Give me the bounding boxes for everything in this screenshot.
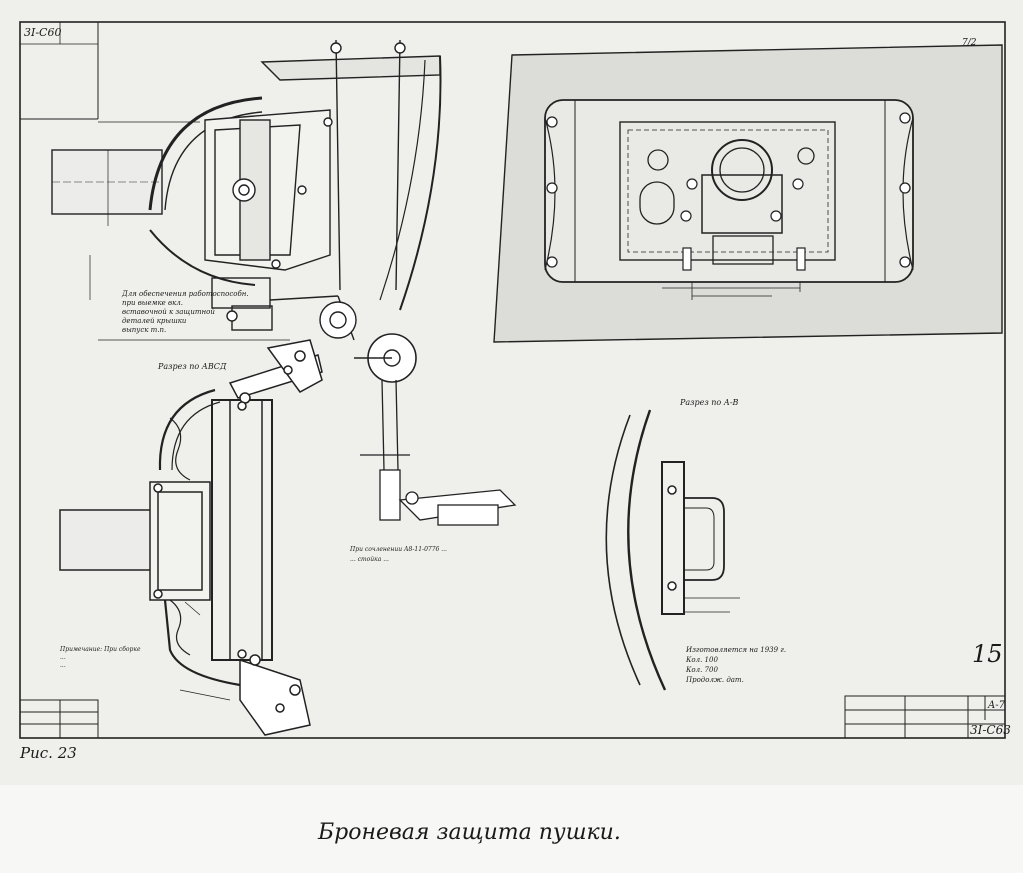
sheet-code-topleft: 3I-C60 [24,26,62,39]
title-block-format: A-7 [988,700,1005,711]
side-note-line: выпуск т.п. [122,326,167,334]
approval-line: Кол. 700 [686,666,718,674]
plan-view-panel [493,44,1003,343]
figure-label: Рис. 23 [20,744,77,762]
title-block-code: 3I-C63 [970,723,1011,737]
approval-line: Продолж. дат. [686,676,744,684]
trigger-mechanism [360,379,517,526]
center-note-line: При сочленении А8-11-0776 ... [350,546,447,553]
bottom-left-note-line: ... [60,654,66,661]
side-note-line: вставочной к защитной [122,308,215,316]
section-ab-label: Разрез по А-В [680,398,739,407]
sheet-code-topright: 7/2 [962,38,977,48]
bottom-left-note-line: ... [60,662,66,669]
approval-line: Кол. 100 [686,656,718,664]
approval-line: Изготовляется на 1939 г. [686,646,787,654]
center-note-line: ... стойка ... [350,556,389,563]
section-abcd-view [59,339,323,736]
bottom-left-note-line: Примечание: При сборке [60,646,141,653]
section-ab-view [605,409,740,691]
title-block [19,695,1006,739]
drawing-frame [19,21,1006,739]
side-note-line: при выемке вкл. [122,299,183,307]
figure-caption: Броневая защита пушки. [318,820,621,845]
side-note-line: Для обеспечения работоспособн. [122,290,249,298]
side-note-line: деталей крышки [122,317,187,325]
page-mark: 15 [972,640,1003,668]
section-abcd-label: Разрез по АВСД [158,362,227,371]
side-section-view [51,39,442,383]
